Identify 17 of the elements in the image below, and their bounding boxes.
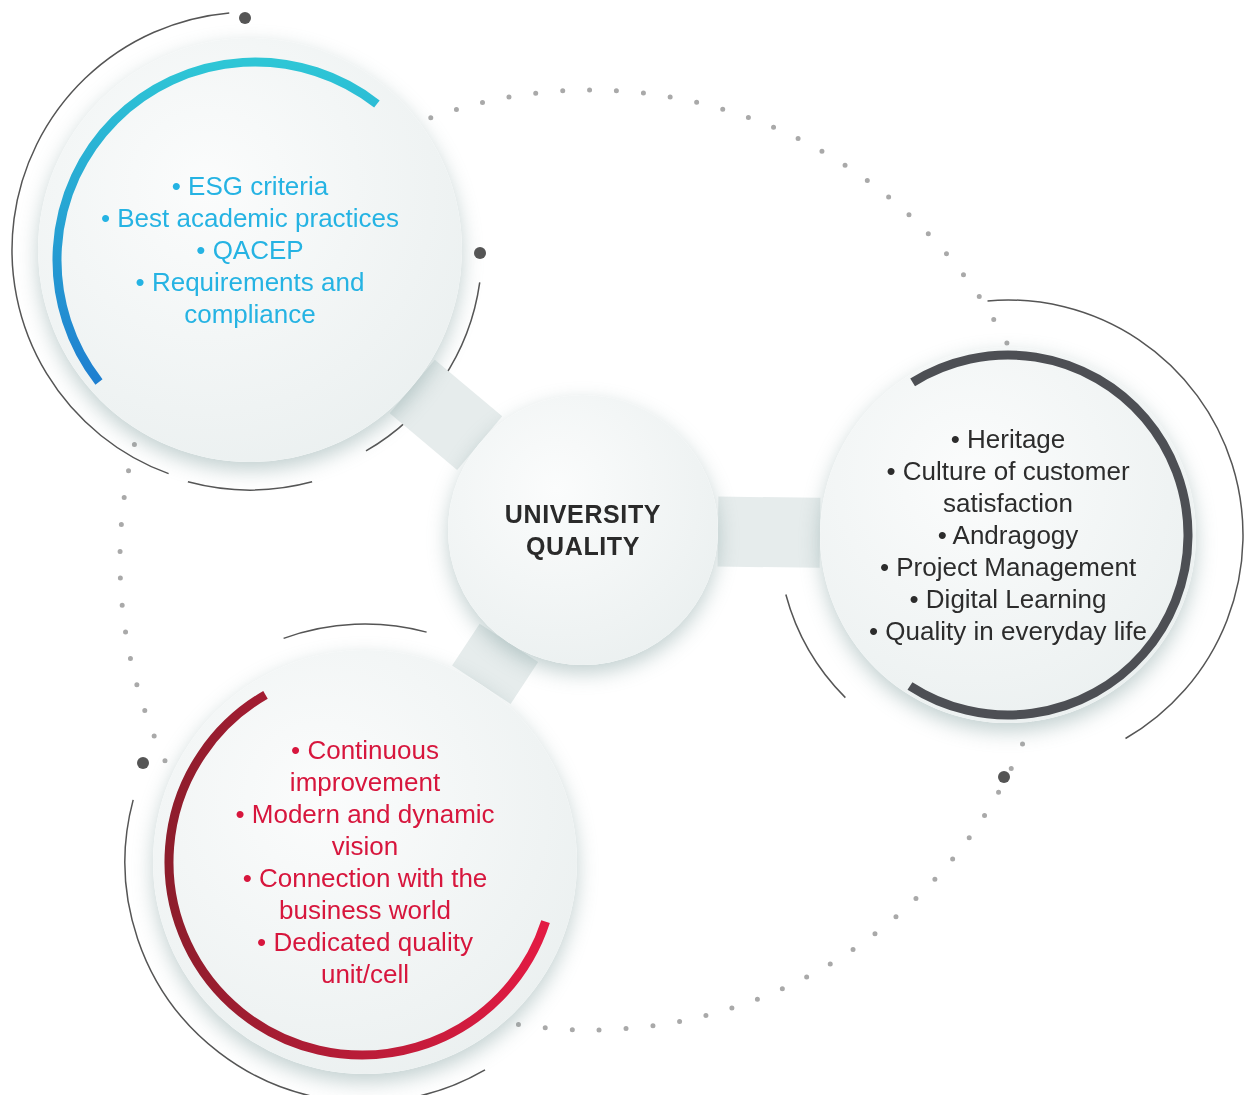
list-item: • Requirements and compliance	[134, 266, 366, 330]
list-item: • Project Management	[879, 551, 1137, 583]
list-item: • Digital Learning	[909, 583, 1107, 615]
center-title: UNIVERSITY QUALITY	[503, 499, 663, 562]
list-item: • ESG criteria	[171, 170, 329, 202]
list-item: • Dedicated quality unit/cell	[256, 926, 474, 990]
list-item: • Heritage	[950, 423, 1066, 455]
list-item: • Culture of customer satisfaction	[885, 455, 1131, 519]
list-item: • Continuous improvement	[288, 734, 442, 798]
list-item: • Quality in everyday life	[869, 615, 1147, 647]
list-item: • Connection with the business world	[241, 862, 489, 926]
list-item: • Best academic practices	[100, 202, 400, 234]
list-item: • Andragogy	[937, 519, 1079, 551]
list-item: • Modern and dynamic vision	[234, 798, 496, 862]
connector-neck	[717, 496, 821, 568]
list-item: • QACEP	[196, 234, 304, 266]
connector-neck	[452, 623, 539, 704]
